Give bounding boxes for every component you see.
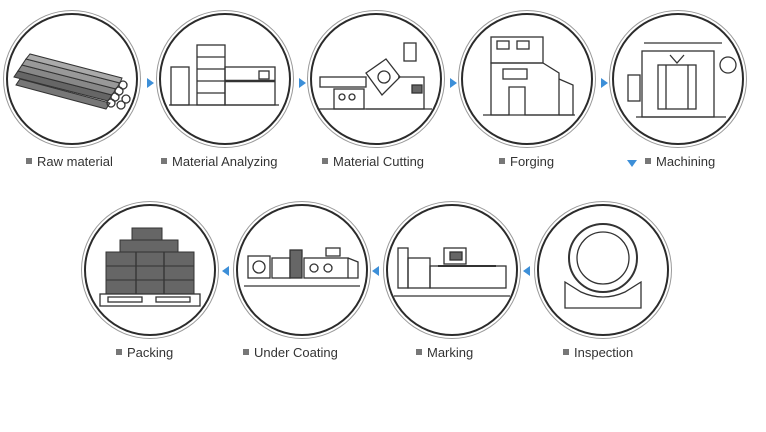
- step-label-text: Material Analyzing: [172, 154, 278, 169]
- flow-arrow-down: [627, 160, 637, 167]
- bullet-square: [563, 349, 569, 355]
- step-packing-circle: [84, 204, 216, 336]
- bullet-square: [322, 158, 328, 164]
- bullet-square: [499, 158, 505, 164]
- step-raw-material-circle: [6, 13, 138, 145]
- step-label-packing: Packing: [116, 345, 173, 360]
- step-inspection-circle: [537, 204, 669, 336]
- step-label-raw-material: Raw material: [26, 154, 113, 169]
- flow-arrow-right: [147, 78, 154, 88]
- analysis-lab-icon: [169, 44, 279, 106]
- step-label-text: Inspection: [574, 345, 634, 360]
- step-material-analyzing-circle: [159, 13, 291, 145]
- step-label-text: Raw material: [37, 154, 113, 169]
- step-machining-circle: [612, 13, 744, 145]
- bearing-ring-icon: [564, 223, 642, 309]
- step-label-under-coating: Under Coating: [243, 345, 338, 360]
- bullet-square: [243, 349, 249, 355]
- flow-arrow-right: [601, 78, 608, 88]
- step-under-coating-circle: [236, 204, 368, 336]
- step-label-text: Under Coating: [254, 345, 338, 360]
- step-label-forging: Forging: [499, 154, 554, 169]
- step-marking-circle: [386, 204, 518, 336]
- marking-machine-icon: [394, 247, 510, 297]
- flow-arrow-left: [222, 266, 229, 276]
- steel-bars-icon: [13, 53, 131, 110]
- flow-arrow-left: [372, 266, 379, 276]
- bullet-square: [645, 158, 651, 164]
- step-label-machining: Machining: [645, 154, 715, 169]
- flow-arrow-right: [299, 78, 306, 88]
- cnc-machine-icon: [627, 42, 737, 118]
- step-forging-circle: [461, 13, 593, 145]
- step-label-text: Forging: [510, 154, 555, 169]
- forging-press-icon: [483, 36, 575, 116]
- coating-line-icon: [244, 247, 360, 287]
- step-label-text: Packing: [127, 345, 174, 360]
- step-label-text: Marking: [427, 345, 474, 360]
- flow-arrow-right: [450, 78, 457, 88]
- step-label-text: Machining: [656, 154, 716, 169]
- flow-arrow-left: [523, 266, 530, 276]
- step-material-cutting-circle: [310, 13, 442, 145]
- bullet-square: [161, 158, 167, 164]
- pallet-boxes-icon: [99, 227, 201, 307]
- step-label-text: Material Cutting: [333, 154, 425, 169]
- bullet-square: [116, 349, 122, 355]
- cutting-machine-icon: [318, 42, 432, 110]
- bullet-square: [26, 158, 32, 164]
- step-label-material-analyzing: Material Analyzing: [161, 154, 278, 169]
- step-label-marking: Marking: [416, 345, 473, 360]
- step-label-inspection: Inspection: [563, 345, 633, 360]
- step-label-material-cutting: Material Cutting: [322, 154, 424, 169]
- bullet-square: [416, 349, 422, 355]
